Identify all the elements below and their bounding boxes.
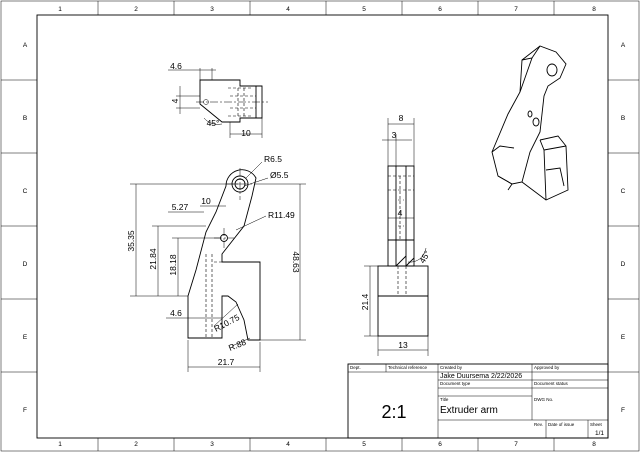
dim-10-top: 10: [241, 128, 251, 138]
zone-col: 5: [362, 441, 366, 448]
dim-45-top: 45°: [207, 118, 220, 128]
dim-4-side: 4: [398, 208, 403, 218]
tb-approved-by-label: Approved by: [534, 365, 560, 370]
zone-row-labels-left: A B C D E F: [23, 42, 28, 414]
zone-col: 3: [210, 441, 214, 448]
zone-row: A: [23, 42, 28, 49]
dim-21.7: 21.7: [218, 357, 235, 367]
tb-dwg-no-label: DWG No.: [534, 397, 553, 402]
title-block: [347, 363, 609, 439]
tb-scale: 2:1: [381, 402, 406, 422]
zone-col: 4: [286, 441, 290, 448]
zone-row: F: [23, 407, 27, 414]
zone-col: 8: [592, 6, 596, 13]
dim-r11.49: R11.49: [268, 210, 295, 220]
zone-col-labels-top: 1 2 3 4 5 6 7 8: [58, 6, 596, 13]
zone-col: 1: [58, 441, 62, 448]
side-view: 8 3 4 45° 21.4 13: [360, 113, 432, 356]
dim-21.4: 21.4: [360, 293, 370, 310]
zone-row: D: [621, 261, 626, 268]
dim-8-side: 8: [399, 113, 404, 123]
tb-date-label: Date of issue: [548, 422, 575, 427]
zone-col: 2: [134, 6, 138, 13]
zone-col: 6: [438, 6, 442, 13]
zone-col: 6: [438, 441, 442, 448]
tb-doc-status-label: Document status: [534, 381, 569, 386]
tb-doc-type-label: Document type: [440, 381, 471, 386]
zone-row: F: [621, 407, 625, 414]
zone-row: C: [23, 188, 28, 195]
zone-col: 2: [134, 441, 138, 448]
dim-10-front: 10: [201, 196, 211, 206]
dim-48.63: 48.63: [291, 251, 301, 273]
dim-r10.75: R10.75: [212, 312, 241, 334]
tb-created-by-label: Created by: [440, 365, 463, 370]
tb-sheet-label: Sheet: [590, 422, 603, 427]
tb-title-label: Title: [440, 397, 449, 402]
zone-row: B: [23, 115, 27, 122]
zone-col: 8: [592, 441, 596, 448]
dim-35.35: 35.35: [126, 230, 136, 252]
dim-21.84: 21.84: [148, 248, 158, 270]
tb-created-by-value: Jake Duursema 2/22/2026: [440, 373, 522, 380]
zone-row: A: [621, 42, 626, 49]
tb-dept-label: Dept.: [350, 365, 361, 370]
dim-4.6-front: 4.6: [170, 308, 182, 318]
dim-4.6-top: 4.6: [170, 61, 182, 71]
drawing-border: [36, 14, 609, 439]
dim-r6.5: R6.5: [264, 154, 282, 164]
zone-row: D: [23, 261, 28, 268]
isometric-view: [491, 45, 569, 201]
dim-4-top: 4: [170, 98, 180, 103]
zone-col: 5: [362, 6, 366, 13]
zone-col: 7: [514, 6, 518, 13]
tb-rev-label: Rev.: [534, 422, 543, 427]
top-view: 4.6 4 45° 10: [168, 61, 268, 138]
dim-3-side: 3: [392, 130, 397, 140]
zone-row: E: [621, 334, 626, 341]
zone-row: E: [23, 334, 28, 341]
tb-sheet-value: 1/1: [595, 430, 604, 437]
dim-5.27: 5.27: [172, 202, 189, 212]
zone-row-labels-right: A B C D E F: [621, 42, 626, 414]
front-view: R6.5 Ø5.5 10 5.27 R11.49 35.35 21.84 18.…: [126, 154, 306, 372]
tb-title-value: Extruder arm: [440, 405, 498, 416]
zone-col: 1: [58, 6, 62, 13]
dim-r.88: R.88: [227, 337, 248, 353]
zone-col: 4: [286, 6, 290, 13]
zone-row: B: [621, 115, 625, 122]
tb-tech-ref-label: Technical reference: [388, 365, 428, 370]
dim-13: 13: [398, 340, 408, 350]
dim-45-side: 45°: [417, 249, 432, 265]
zone-row: C: [621, 188, 626, 195]
zone-col: 7: [514, 441, 518, 448]
dim-18.18: 18.18: [168, 254, 178, 276]
zone-col: 3: [210, 6, 214, 13]
zone-col-labels-bottom: 1 2 3 4 5 6 7 8: [58, 441, 596, 448]
dim-dia5.5: Ø5.5: [270, 170, 289, 180]
